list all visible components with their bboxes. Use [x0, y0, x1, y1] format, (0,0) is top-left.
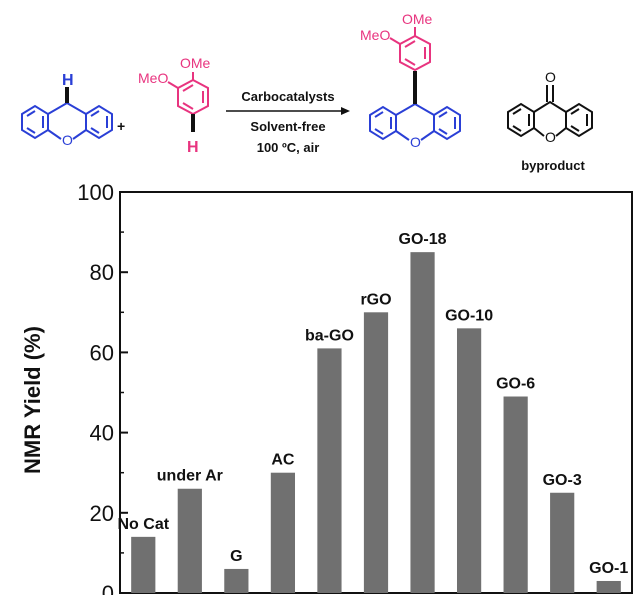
byproduct-carbonyl-o-label: O: [545, 69, 556, 85]
product-ome-label: OMe: [402, 11, 433, 27]
y-tick-label: 80: [90, 260, 114, 285]
bar-category-label: GO-10: [445, 307, 493, 324]
y-tick-label: 60: [90, 340, 114, 365]
y-tick-label: 20: [90, 501, 114, 526]
bar-category-label: G: [230, 548, 242, 565]
yield-bar-chart: 0 20 40 60 80 100 No Cat under Ar G AC ba-GO rGO GO-…: [20, 180, 633, 595]
y-axis-label: NMR Yield (%): [20, 326, 45, 474]
substrate-o-label: O: [62, 132, 73, 148]
y-tick-label: 0: [102, 581, 114, 595]
bar: [596, 580, 621, 593]
bar-category-label: No Cat: [117, 516, 169, 533]
y-tick-label: 40: [90, 421, 114, 446]
bar: [456, 328, 482, 593]
product-aryl-structure: [389, 27, 431, 72]
substrate-h-label: H: [62, 72, 74, 89]
reagent-ome-label: OMe: [180, 55, 211, 71]
bar-category-label: GO-3: [543, 472, 582, 489]
conditions-catalyst: Carbocatalysts: [241, 89, 334, 104]
product-xanthene-structure: [369, 71, 461, 141]
veratrole-structure: [167, 72, 209, 132]
bar-category-label: ba-GO: [305, 327, 354, 344]
bar-category-label: GO-6: [496, 376, 535, 393]
arrow-head: [341, 107, 350, 115]
byproduct-ring-o-label: O: [545, 129, 556, 145]
product-o-label: O: [410, 134, 421, 150]
bar: [131, 536, 156, 593]
bar-category-label: under Ar: [157, 468, 223, 485]
byproduct-label: byproduct: [521, 158, 585, 173]
bar: [224, 568, 249, 593]
reagent-h-label: H: [187, 139, 199, 156]
bar: [317, 348, 342, 593]
conditions-temperature: 100 ºC, air: [257, 140, 320, 155]
bar: [177, 488, 202, 593]
xanthene-structure: [21, 87, 113, 140]
y-tick-label: 100: [77, 180, 114, 205]
plus-sign: +: [117, 118, 125, 134]
bar-category-label: GO-18: [399, 231, 447, 248]
reagent-meo-label: MeO: [138, 70, 168, 86]
bar: [503, 396, 528, 593]
conditions-solvent: Solvent-free: [250, 119, 325, 134]
bar: [410, 252, 435, 593]
bar: [550, 492, 575, 593]
bar-category-label: AC: [271, 452, 295, 469]
bar-category-label: GO-1: [589, 560, 628, 577]
bar: [363, 312, 389, 593]
product-meo-label: MeO: [360, 27, 390, 43]
byproduct-structure: [507, 85, 593, 138]
bar-category-label: rGO: [360, 291, 391, 308]
plot-area: 0 20 40 60 80 100 No Cat under Ar G AC ba-GO rGO GO-…: [77, 180, 633, 595]
reaction-scheme: H O + OMe MeO H Carbocatalysts Solvent-f…: [21, 11, 593, 173]
bar: [270, 472, 296, 593]
